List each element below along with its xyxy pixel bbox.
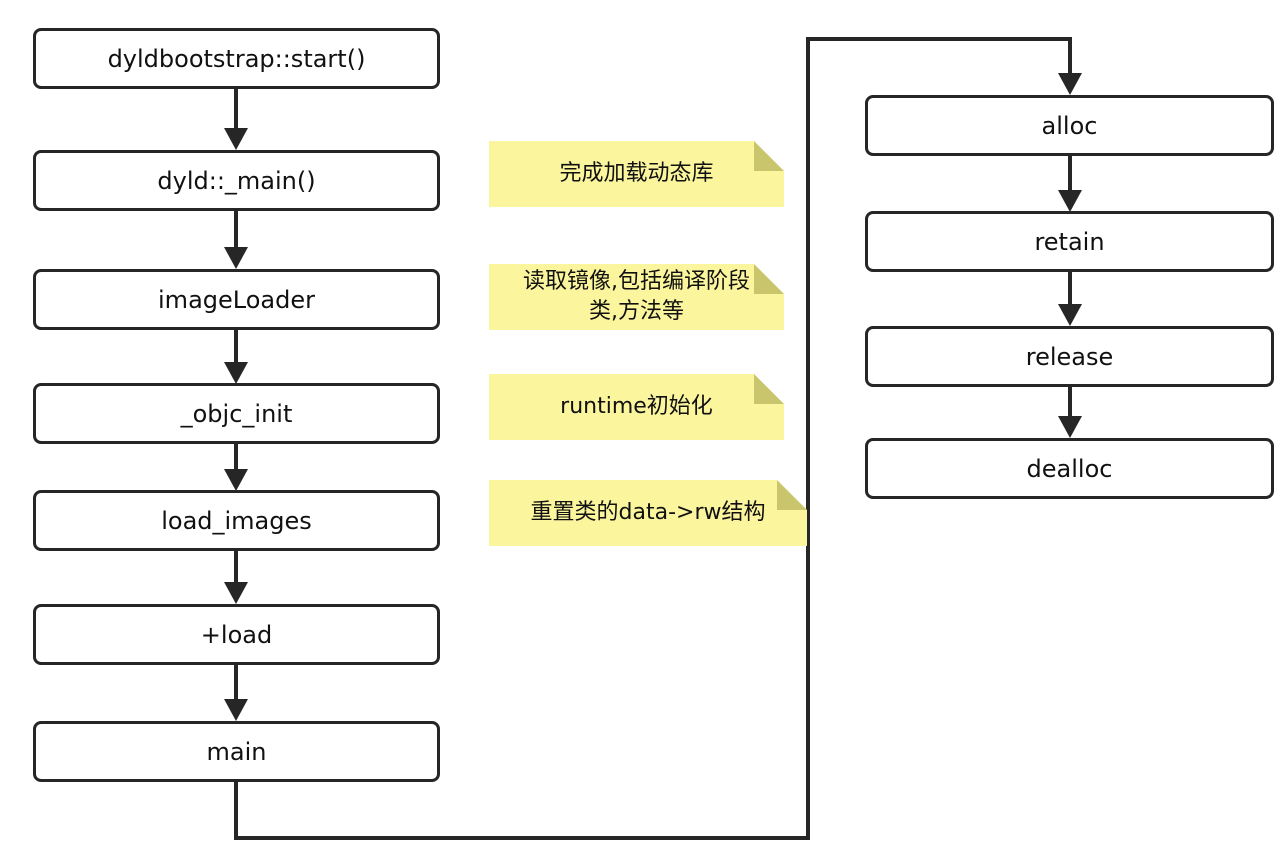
- arrow-main-to-imageloader: [224, 211, 248, 269]
- note-shape: [489, 480, 807, 546]
- step-label: load_images: [161, 506, 312, 535]
- step-objc-init: _objc_init: [33, 383, 440, 444]
- step-label: dealloc: [1026, 454, 1113, 483]
- note-read-images: 读取镜像,包括编译阶段 类,方法等: [489, 264, 784, 330]
- step-label: +load: [200, 620, 273, 649]
- step-release: release: [865, 326, 1274, 387]
- arrow-load-images-to-plus-load: [224, 549, 248, 604]
- note-text: runtime初始化: [560, 394, 713, 419]
- step-label: alloc: [1041, 111, 1098, 140]
- note-text: 重置类的data->rw结构: [530, 500, 766, 525]
- step-label: dyld::_main(): [157, 166, 316, 195]
- step-main: main: [33, 721, 440, 782]
- note-shape: [489, 141, 784, 207]
- note-text: 读取镜像,包括编译阶段 类,方法等: [523, 269, 750, 324]
- step-label: release: [1025, 342, 1114, 371]
- step-label: retain: [1034, 227, 1105, 256]
- arrow-start-to-main: [224, 89, 248, 150]
- arrow-main-to-alloc: [234, 37, 1082, 840]
- note-text: 完成加载动态库: [559, 161, 714, 186]
- step-plus-load: +load: [33, 604, 440, 665]
- arrow-alloc-to-retain: [1058, 156, 1082, 212]
- arrow-imageloader-to-objc-init: [224, 330, 248, 384]
- note-shape: [489, 374, 784, 440]
- step-label: dyldbootstrap::start(): [107, 44, 366, 73]
- note-load-dylibs: 完成加载动态库: [489, 141, 784, 207]
- note-shape: [489, 264, 784, 330]
- step-alloc: alloc: [865, 95, 1274, 156]
- step-dealloc: dealloc: [865, 438, 1274, 499]
- note-reset-class-data: 重置类的data->rw结构: [489, 480, 807, 546]
- arrow-retain-to-release: [1058, 272, 1082, 326]
- arrow-release-to-dealloc: [1058, 387, 1082, 438]
- step-imageloader: imageLoader: [33, 269, 440, 330]
- step-label: imageLoader: [158, 285, 315, 314]
- step-load-images: load_images: [33, 490, 440, 551]
- arrow-objc-init-to-load-images: [224, 442, 248, 491]
- step-retain: retain: [865, 211, 1274, 272]
- step-label: main: [206, 737, 267, 766]
- step-dyldbootstrap-start: dyldbootstrap::start(): [33, 28, 440, 89]
- note-runtime-init: runtime初始化: [489, 374, 784, 440]
- arrow-plus-load-to-main: [224, 664, 248, 721]
- step-label: _objc_init: [180, 399, 293, 428]
- step-dyld-main: dyld::_main(): [33, 150, 440, 211]
